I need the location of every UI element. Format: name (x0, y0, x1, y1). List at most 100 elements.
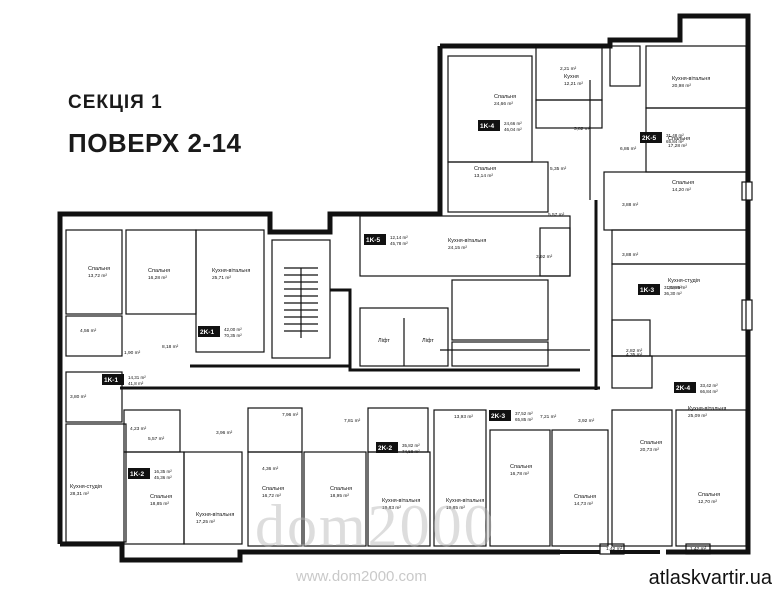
room-area: 18,95 m² (330, 493, 349, 499)
small-room-area: 3,88 m² (622, 202, 639, 208)
small-room-area: 2,21 m² (560, 66, 577, 72)
room-area: 24,15 m² (448, 245, 467, 251)
small-room-area: 5,57 m² (148, 436, 165, 442)
wall (60, 541, 560, 563)
room-outline (447, 161, 549, 213)
unit-code: 1K-5 (366, 237, 380, 244)
room-outline (609, 45, 641, 87)
room-outline (489, 429, 551, 547)
room-area: 17,28 m² (668, 143, 687, 149)
room-name: Спальня (510, 464, 532, 470)
lift-label: Ліфт (378, 338, 390, 344)
unit-code-badge (638, 284, 660, 295)
unit-total-area: 45,78 m² (390, 241, 408, 246)
room-outline (65, 423, 127, 543)
room-name: Кухня-студія (70, 484, 102, 490)
unit-code-badge (198, 326, 220, 337)
unit-living-area: 24,66 m² (504, 121, 522, 126)
unit-total-area: 36,30 m² (664, 291, 682, 296)
room-name: Спальня (494, 94, 516, 100)
small-room-area: 8,18 m² (162, 344, 179, 350)
room-area: 19,85 m² (446, 505, 465, 511)
room-area: 25,09 m² (688, 413, 707, 419)
room-area: 13,14 m² (474, 173, 493, 179)
room-area: 18,85 m² (150, 501, 169, 507)
unit-total-area: 46,04 m² (504, 127, 522, 132)
room-name: Кухня-вітальня (688, 406, 726, 412)
small-room-area: 7,21 m² (540, 414, 557, 420)
unit-code: 2K-1 (200, 329, 214, 336)
small-room-area: 4,35 m² (626, 352, 643, 358)
room-name: Спальня (640, 440, 662, 446)
room-outline (451, 279, 549, 341)
unit-living-area: 12,14 m² (390, 235, 408, 240)
unit-living-area: 42,00 m² (224, 327, 242, 332)
wall (440, 13, 751, 110)
site-caption: atlaskvartir.ua (648, 567, 772, 589)
unit-code-badge (478, 120, 500, 131)
room-outline (551, 429, 609, 547)
unit-total-area: 65,84 m² (666, 139, 684, 144)
room-name: Спальня (668, 136, 690, 142)
wall (57, 46, 443, 366)
small-room-area: 3,92 m² (578, 418, 595, 424)
room-name: Спальня (474, 166, 496, 172)
room-area: 12,70 m² (698, 499, 717, 505)
room-outline (183, 451, 243, 545)
room-outline (611, 263, 747, 357)
room-outline (611, 409, 673, 547)
small-room-area: 3,96 m² (216, 430, 233, 436)
section-title: СЕКЦІЯ 1 (68, 92, 163, 113)
room-area: 14,20 m² (672, 187, 691, 193)
room-name: Спальня (574, 494, 596, 500)
room-area: 16,78 m² (510, 471, 529, 477)
unit-code-badge (489, 410, 511, 421)
room-area: 16,72 m² (262, 493, 281, 499)
room-area: 24,66 m² (494, 101, 513, 107)
room-name: Кухня (564, 74, 579, 80)
room-outline (65, 229, 123, 315)
wall (330, 288, 580, 372)
room-outline (611, 319, 651, 357)
unit-code: 1K-4 (480, 123, 494, 130)
small-room-area: 3,80 m² (70, 394, 87, 400)
room-outline (195, 229, 265, 353)
room-outline (247, 451, 303, 547)
small-room-area: 3,92 m² (536, 254, 553, 260)
room-name: Спальня (698, 492, 720, 498)
room-outline (535, 45, 603, 101)
room-outline (271, 239, 331, 359)
room-outline (447, 55, 533, 163)
room-outline (535, 99, 603, 129)
room-outline (65, 315, 123, 357)
small-room-area: 2,82 m² (626, 348, 643, 354)
unit-code: 1K-2 (130, 471, 144, 478)
room-outline (675, 409, 747, 547)
watermark-url: www.dom2000.com (296, 568, 427, 585)
floor-title: ПОВЕРХ 2-14 (68, 128, 242, 158)
unit-code: 2K-5 (642, 135, 656, 142)
unit-living-area: 31,48 m² (666, 133, 684, 138)
room-name: Кухня-вітальня (382, 498, 420, 504)
small-room-area: 1,42 m² (690, 546, 707, 552)
unit-total-area: 70,35 m² (224, 333, 242, 338)
unit-code-badge (102, 374, 124, 385)
room-area: 19,83 m² (382, 505, 401, 511)
small-room-area: 1,90 m² (124, 350, 141, 356)
unit-living-area: 37,52 m² (515, 411, 533, 416)
room-name: Спальня (150, 494, 172, 500)
room-outline (741, 299, 753, 331)
room-area: 16,28 m² (148, 275, 167, 281)
room-area: 14,73 m² (574, 501, 593, 507)
unit-code-badge (376, 442, 398, 453)
unit-total-area: 74,58 m² (402, 449, 420, 454)
room-name: Кухня-студія (668, 278, 700, 284)
unit-code-badge (674, 382, 696, 393)
room-area: 25,71 m² (212, 275, 231, 281)
room-outline (539, 227, 571, 277)
room-area: 20,98 m² (672, 83, 691, 89)
unit-total-area: 41,8 m² (128, 381, 144, 386)
room-name: Кухня-вітальня (212, 268, 250, 274)
